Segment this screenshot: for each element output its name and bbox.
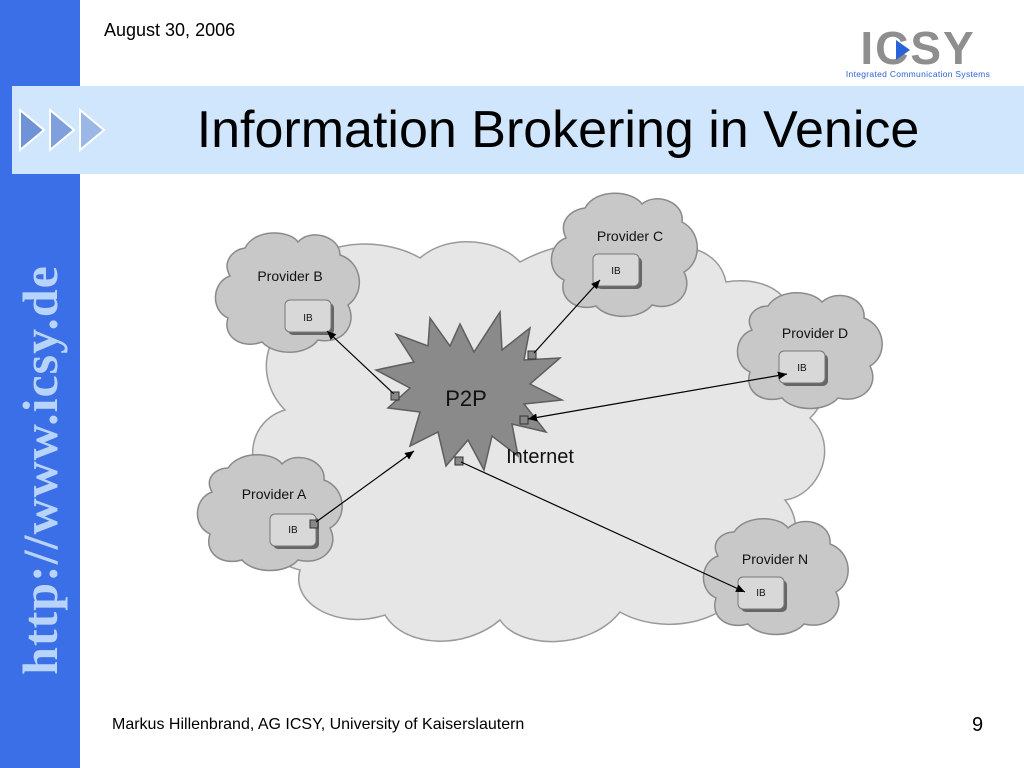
- title-bar: [12, 86, 1024, 174]
- internet-label: Internet: [506, 446, 574, 468]
- connector-square: [454, 456, 464, 466]
- provider-d-ib-label: IB: [797, 363, 807, 374]
- provider-c: Provider C IB: [550, 192, 698, 318]
- p2p-label: P2P: [445, 386, 487, 411]
- arrow-provider-a-p2p: [315, 450, 415, 523]
- icsy-logo: ICSY: [860, 26, 975, 74]
- provider-d-ib-box: [778, 350, 826, 384]
- provider-n-ib-label: IB: [756, 588, 766, 599]
- provider-c-ib-box: [592, 253, 640, 287]
- logo-subtitle: Integrated Communication Systems: [845, 69, 991, 79]
- arrow-p2p-provider-b: [326, 330, 395, 395]
- provider-a: Provider A IB: [196, 454, 343, 572]
- arrow-p2p-provider-n: [460, 461, 746, 593]
- provider-a-ib-box: [269, 513, 317, 547]
- slide-date: August 30, 2006: [104, 20, 236, 40]
- slide-title: Information Brokering in Venice: [196, 101, 920, 159]
- provider-b: Provider B IB: [214, 232, 361, 353]
- provider-d-label: Provider D: [782, 325, 848, 341]
- provider-b-label: Provider B: [257, 268, 322, 284]
- provider-c-ib-label: IB: [611, 266, 621, 277]
- provider-a-ib-label: IB: [288, 525, 298, 536]
- logo-text: ICSY: [860, 26, 975, 74]
- provider-c-label: Provider C: [597, 228, 663, 244]
- provider-a-label: Provider A: [242, 486, 307, 502]
- connector-square: [390, 391, 400, 401]
- logo-arrow-icon: [896, 40, 910, 60]
- p2p-hub: P2P: [373, 309, 565, 473]
- provider-d: Provider D IB: [736, 292, 883, 410]
- footer-author: Markus Hillenbrand, AG ICSY, University …: [112, 716, 525, 733]
- connector-square: [519, 415, 529, 425]
- provider-n-ib-box: [737, 576, 785, 610]
- provider-n: Provider N IB: [702, 518, 849, 636]
- provider-b-cloud: [214, 232, 361, 353]
- arrow-p2p-provider-d: [527, 371, 788, 422]
- title-arrows-icon: [19, 108, 106, 152]
- provider-b-ib-box: [284, 299, 332, 333]
- page-number: 9: [972, 714, 984, 736]
- connector-square: [527, 350, 537, 360]
- connector-square: [309, 519, 319, 529]
- provider-a-cloud: [196, 454, 343, 572]
- provider-n-label: Provider N: [742, 551, 808, 567]
- arrow-p2p-provider-c: [533, 279, 601, 354]
- provider-b-ib-label: IB: [303, 313, 313, 324]
- p2p-star: [373, 309, 565, 473]
